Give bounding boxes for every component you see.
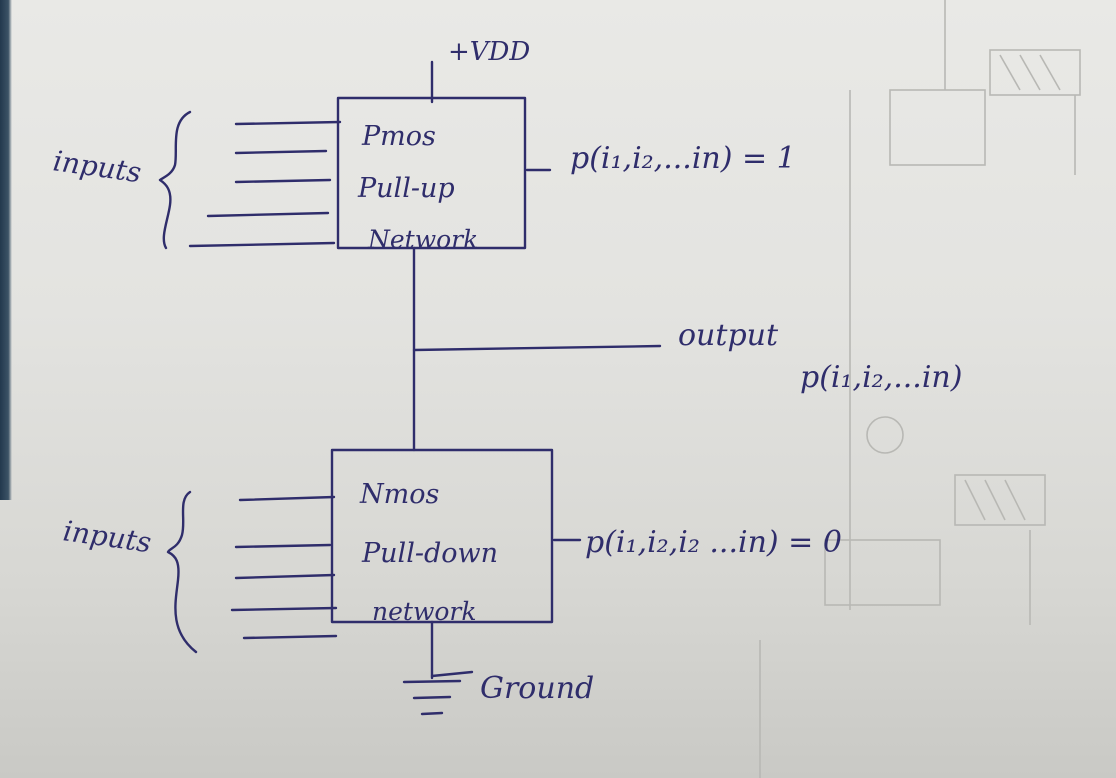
nmos-line2: Pull-down	[361, 538, 498, 569]
pmos-line1: Pmos	[361, 121, 436, 152]
nmos-function-label: p(i₁,i₂,i₂ ...in) = 0	[585, 525, 842, 560]
ground-label-leader	[430, 670, 474, 678]
pmos-pull-up-block	[336, 96, 527, 250]
page-edge	[0, 0, 12, 500]
ground-symbol	[402, 679, 462, 716]
ground-label: Ground	[480, 671, 594, 706]
output-function-label: p(i₁,i₂,...in)	[800, 360, 962, 395]
pmos-function-label: p(i₁,i₂,...in) = 1	[570, 141, 796, 176]
output-wire	[412, 344, 662, 352]
nmos-input-lines	[230, 495, 338, 640]
pmos-input-lines	[188, 120, 342, 248]
bleed-through-sketch	[759, 0, 1081, 778]
nmos-input-brace	[166, 490, 198, 654]
pmos-line3: Network	[367, 225, 478, 254]
output-label: output	[678, 318, 779, 353]
pmos-input-brace	[158, 110, 192, 250]
nmos-line1: Nmos	[359, 479, 439, 510]
pmos-inputs-label: inputs	[51, 144, 143, 189]
nmos-pull-down-block	[330, 448, 554, 624]
vdd-label: +VDD	[448, 37, 530, 67]
nmos-inputs-label: inputs	[61, 514, 153, 559]
nmos-line3: network	[372, 597, 477, 626]
pmos-line2: Pull-up	[357, 173, 455, 204]
